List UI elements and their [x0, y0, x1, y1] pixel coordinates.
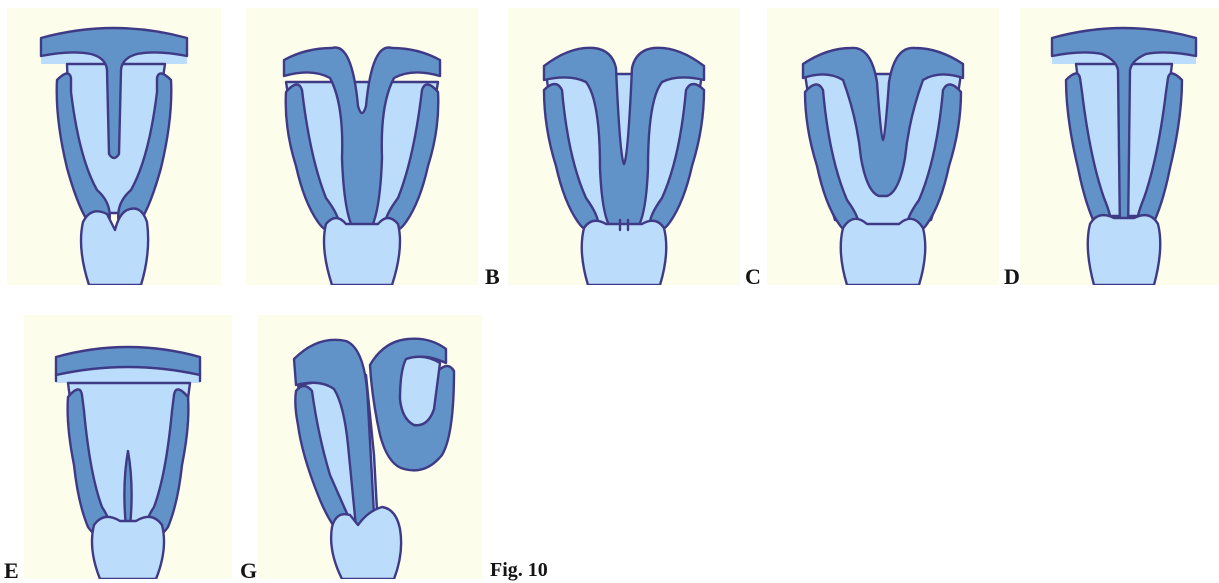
panel-g	[258, 315, 482, 579]
panel-c	[508, 8, 740, 285]
uterus-diagram-c	[508, 8, 740, 285]
panel-label: B	[485, 266, 500, 288]
panel-label: D	[1004, 266, 1020, 288]
panel-a	[7, 8, 221, 285]
uterus-diagram-f	[1020, 8, 1219, 285]
panel-f	[1020, 8, 1219, 285]
panel-label: C	[745, 266, 761, 288]
uterus-diagram-e	[24, 315, 232, 579]
uterus-diagram-g	[258, 315, 482, 579]
panel-e	[24, 315, 232, 579]
panel-d	[767, 8, 999, 285]
uterus-diagram-d	[767, 8, 999, 285]
uterus-diagram-a	[7, 8, 221, 285]
uterus-diagram-b	[246, 8, 478, 285]
panel-b	[246, 8, 478, 285]
figure-caption: Fig. 10	[490, 560, 548, 580]
